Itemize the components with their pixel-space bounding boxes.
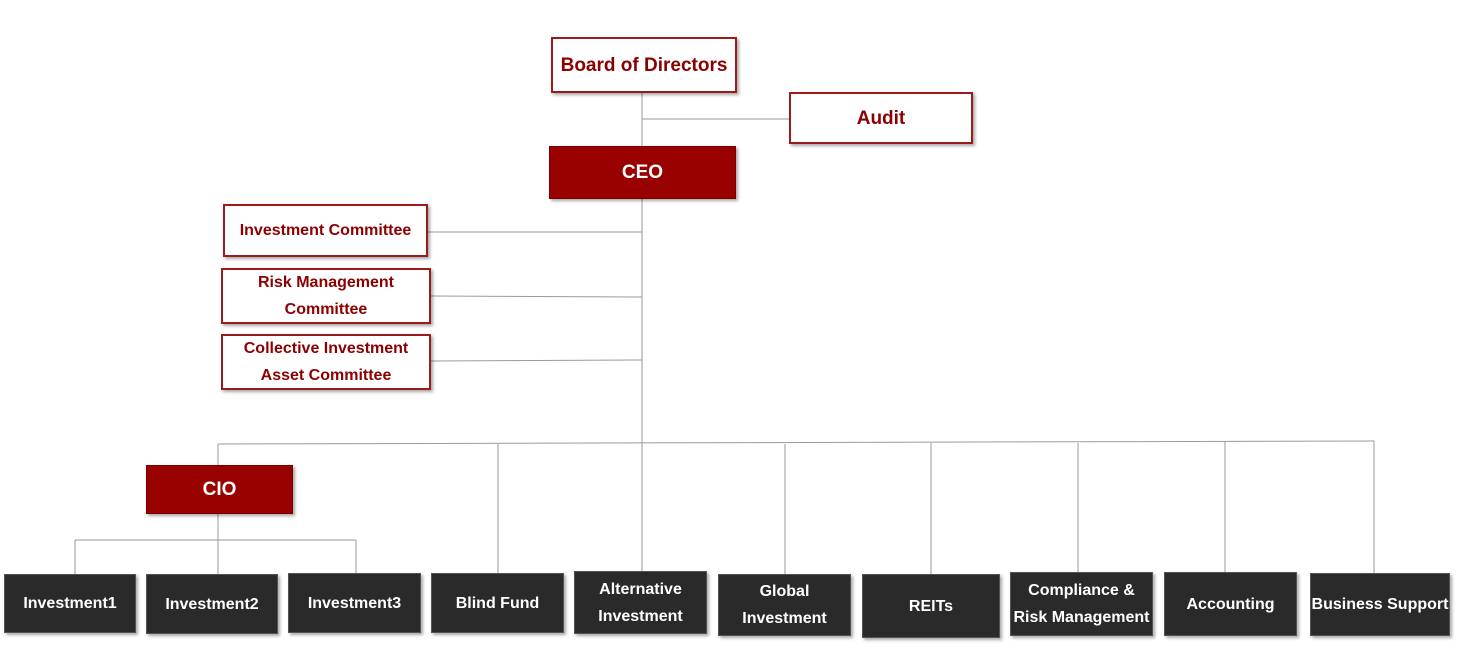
business-support-label: Business Support: [1311, 596, 1449, 613]
audit-box: Audit: [789, 92, 973, 144]
investment3-box: Investment3: [288, 573, 421, 633]
collective-investment-committee-box: Collective Investment Asset Committee: [221, 334, 431, 390]
alternative-line-2: Investment: [598, 607, 683, 625]
investment-committee-box: Investment Committee: [223, 204, 428, 257]
board-of-directors-box: Board of Directors: [551, 37, 737, 93]
business-support-box: Business Support: [1310, 573, 1450, 636]
investment2-label: Investment2: [165, 595, 259, 613]
investment1-label: Investment1: [23, 595, 117, 612]
audit-label: Audit: [856, 107, 906, 129]
compliance-risk-management-label: Compliance & Risk Management: [1013, 577, 1149, 631]
compliance-line-1: Compliance &: [1028, 582, 1135, 599]
compliance-line-2: Risk Management: [1013, 609, 1150, 626]
ceo-box: CEO: [549, 146, 736, 199]
connector-risk-committee: [430, 295, 643, 298]
alternative-line-1: Alternative: [599, 580, 682, 598]
ceo-label: CEO: [621, 162, 664, 183]
collective-committee-line-1: Collective Investment: [243, 340, 409, 357]
accounting-label: Accounting: [1186, 595, 1275, 613]
reits-label: REITs: [908, 597, 954, 615]
risk-management-committee-box: Risk Management Committee: [221, 268, 431, 324]
investment-committee-label: Investment Committee: [239, 222, 412, 239]
global-investment-box: Global Investment: [718, 574, 851, 636]
connector-bus: [217, 440, 1375, 445]
global-line-2: Investment: [742, 610, 827, 627]
accounting-box: Accounting: [1164, 572, 1297, 636]
alternative-investment-label: Alternative Investment: [598, 576, 682, 630]
collective-committee-line-2: Asset Committee: [260, 367, 392, 384]
connector-collective-committee: [430, 359, 643, 362]
risk-management-committee-label: Risk Management Committee: [258, 269, 394, 323]
risk-committee-line-2: Committee: [284, 301, 368, 318]
global-investment-label: Global Investment: [742, 578, 826, 632]
collective-investment-committee-label: Collective Investment Asset Committee: [244, 335, 409, 389]
investment3-label: Investment3: [307, 594, 402, 612]
cio-box: CIO: [146, 465, 293, 514]
compliance-risk-management-box: Compliance & Risk Management: [1010, 572, 1153, 636]
investment2-box: Investment2: [146, 574, 278, 634]
reits-box: REITs: [862, 574, 1000, 638]
investment1-box: Investment1: [4, 574, 136, 633]
alternative-investment-box: Alternative Investment: [574, 571, 707, 634]
global-line-1: Global: [759, 583, 810, 600]
risk-committee-line-1: Risk Management: [257, 274, 395, 291]
blind-fund-box: Blind Fund: [431, 573, 564, 633]
board-of-directors-label: Board of Directors: [560, 54, 728, 76]
cio-label: CIO: [202, 479, 237, 500]
blind-fund-label: Blind Fund: [455, 594, 540, 612]
